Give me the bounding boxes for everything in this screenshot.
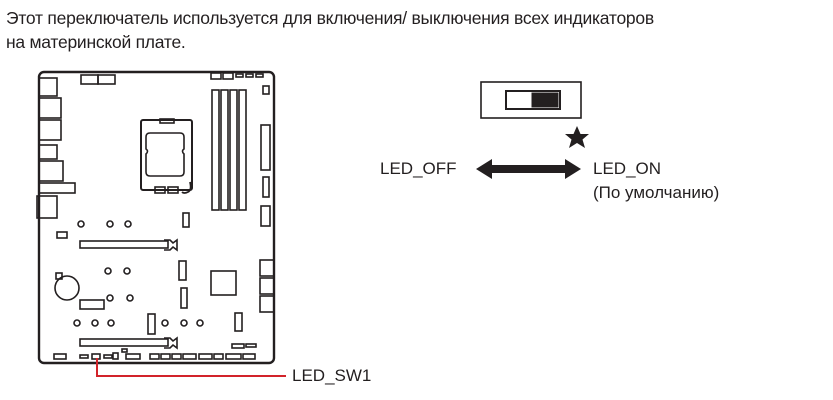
- star-icon: [565, 126, 589, 148]
- motherboard-illustration: [36, 70, 276, 365]
- description: Этот переключатель используется для вклю…: [6, 6, 831, 54]
- led-off-label: LED_OFF: [380, 159, 457, 178]
- leader-line: [96, 358, 286, 377]
- default-note: (По умолчанию): [593, 183, 720, 202]
- led-on-label: LED_ON: [593, 159, 662, 178]
- led-sw1-label: LED_SW1: [292, 366, 372, 385]
- description-line-1: Этот переключатель используется для вклю…: [6, 8, 654, 28]
- switch-illustration: [480, 81, 582, 119]
- description-line-2: на материнской плате.: [6, 32, 186, 52]
- double-arrow-icon: [476, 159, 581, 179]
